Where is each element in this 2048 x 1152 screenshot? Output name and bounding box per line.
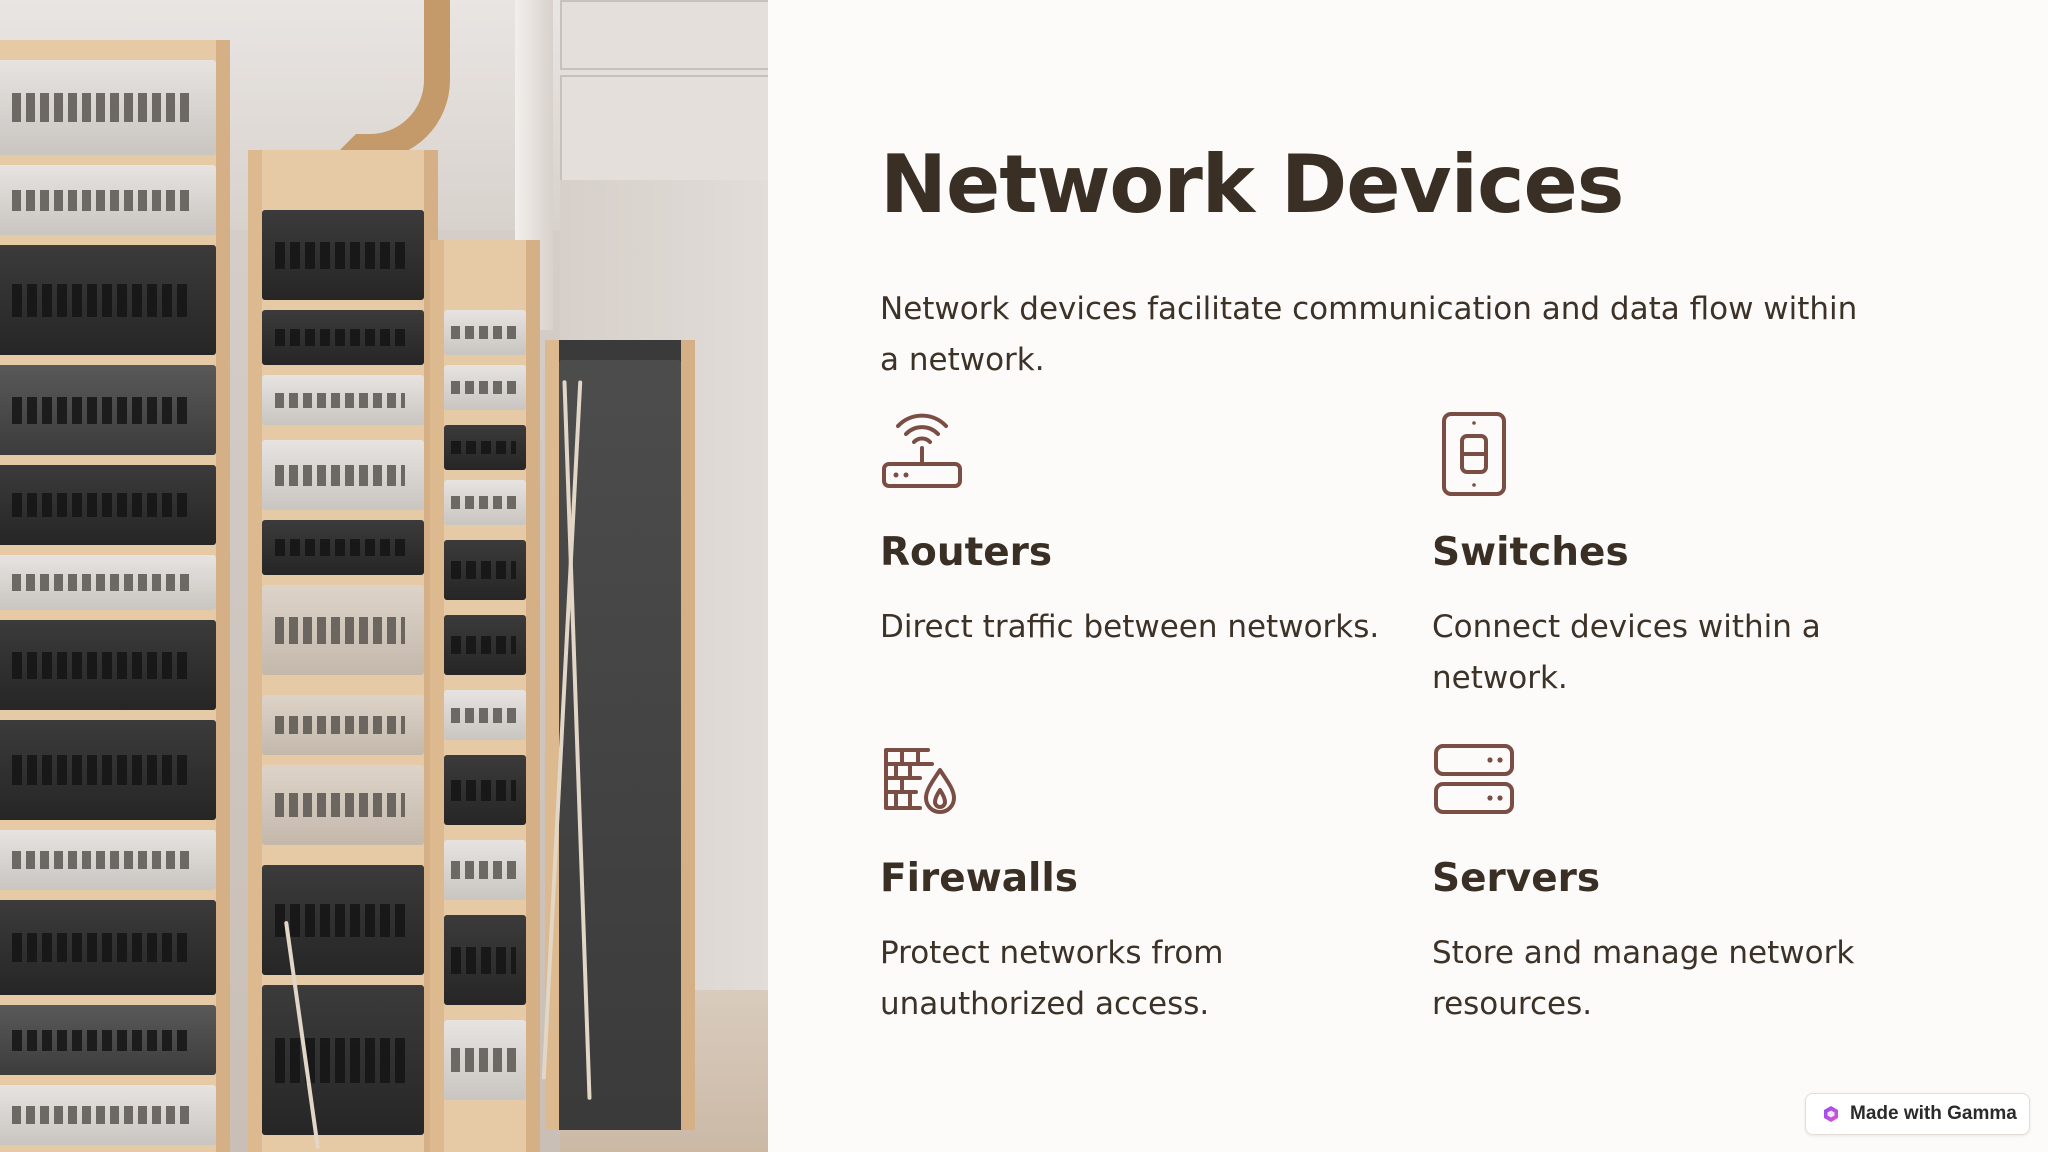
card-description: Direct traffic between networks. bbox=[880, 609, 1380, 645]
firewall-icon bbox=[880, 738, 964, 822]
card-description: Connect devices within a network. bbox=[1432, 609, 1821, 696]
card-description: Store and manage network resources. bbox=[1432, 935, 1855, 1022]
photo-ceiling-tile bbox=[560, 0, 768, 70]
server-rack-photo bbox=[0, 0, 768, 1152]
photo-ceiling-tile bbox=[560, 75, 768, 195]
card-title: Switches bbox=[1432, 530, 1629, 575]
server-icon bbox=[1432, 738, 1516, 822]
photo-rack bbox=[248, 150, 438, 1152]
card-description: Protect networks from unauthorized acces… bbox=[880, 935, 1224, 1022]
badge-label: Made with Gamma bbox=[1850, 1103, 2017, 1124]
photo-rack bbox=[430, 240, 540, 1152]
card-title: Routers bbox=[880, 530, 1053, 575]
made-with-gamma-badge[interactable]: Made with Gamma bbox=[1805, 1093, 2030, 1135]
photo-rack bbox=[545, 340, 695, 1130]
photo-rack bbox=[0, 40, 230, 1152]
switch-icon bbox=[1432, 412, 1516, 496]
slide-intro: Network devices facilitate communication… bbox=[880, 291, 1858, 378]
gamma-logo-icon bbox=[1824, 1106, 1838, 1122]
card-title: Firewalls bbox=[880, 856, 1078, 901]
slide-title: Network Devices bbox=[880, 138, 1624, 231]
card-title: Servers bbox=[1432, 856, 1601, 901]
router-icon bbox=[880, 412, 964, 496]
